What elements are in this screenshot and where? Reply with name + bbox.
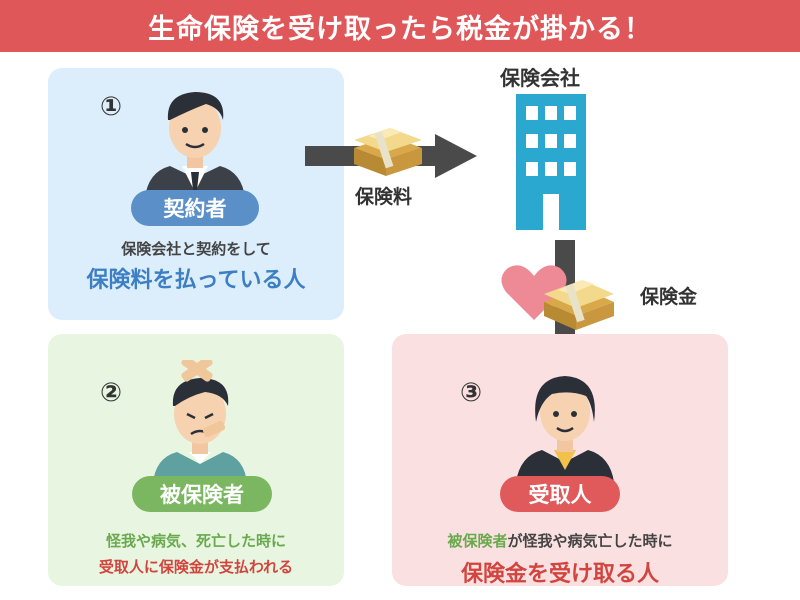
beneficiary-role-text: 保険金を受け取る人 bbox=[460, 562, 659, 587]
beneficiary-badge-label: 受取人 bbox=[528, 483, 592, 507]
contractor-figure-icon bbox=[145, 92, 245, 198]
benefit-label: 保険金 bbox=[640, 286, 698, 308]
heart-icon bbox=[501, 265, 567, 320]
insured-panel bbox=[48, 334, 344, 586]
contractor-role-text: 保険料を払っている人 bbox=[86, 268, 306, 293]
page-title: 生命保険を受け取ったら税金が掛かる！ bbox=[148, 13, 652, 45]
contractor-description: 保険会社と契約をして bbox=[121, 240, 271, 258]
contractor-badge-label: 契約者 bbox=[163, 197, 227, 221]
cash-bundle-icon bbox=[544, 280, 614, 330]
step-number-1: ① bbox=[100, 92, 123, 122]
insured-role-text: 受取人に保険金が支払われる bbox=[98, 558, 294, 576]
contractor-badge: 契約者 bbox=[131, 190, 259, 226]
step-number-3: ③ bbox=[460, 378, 483, 408]
insured-badge-label: 被保険者 bbox=[160, 483, 244, 507]
premium-label: 保険料 bbox=[355, 186, 413, 208]
step-number-2: ② bbox=[100, 378, 123, 408]
title-banner: 生命保険を受け取ったら税金が掛かる！ bbox=[0, 0, 800, 52]
beneficiary-description-emphasis: 被保険者 bbox=[447, 532, 508, 550]
beneficiary-description-rest: が怪我や病気亡した時に bbox=[507, 532, 673, 550]
insured-figure-icon bbox=[153, 360, 247, 484]
cash-bundle-icon bbox=[354, 128, 422, 176]
building-icon bbox=[516, 94, 586, 230]
insured-badge: 被保険者 bbox=[132, 476, 272, 512]
company-label: 保険会社 bbox=[500, 66, 580, 90]
beneficiary-figure-icon bbox=[516, 376, 614, 482]
insured-description: 怪我や病気、死亡した時に bbox=[105, 532, 286, 550]
beneficiary-description: 被保険者が怪我や病気亡した時に bbox=[392, 530, 728, 551]
beneficiary-badge: 受取人 bbox=[500, 476, 620, 512]
